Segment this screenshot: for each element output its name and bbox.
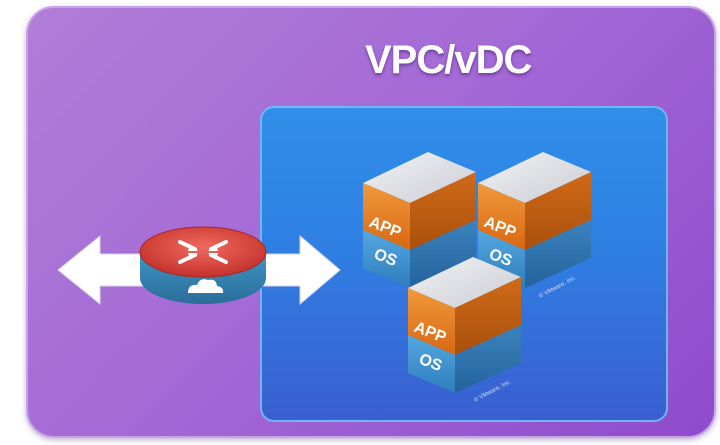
cloud-router-icon: [139, 226, 267, 304]
virtual-machine-icon: [363, 152, 476, 288]
virtual-machine-icon: [408, 257, 521, 393]
virtual-machine-icon: [478, 152, 591, 288]
vm-cube-1: APP OS: [363, 152, 476, 288]
vm-cube-3: APP OS © VMware, Inc.: [408, 257, 521, 404]
vpc-title: VPC/vDC: [365, 38, 532, 82]
